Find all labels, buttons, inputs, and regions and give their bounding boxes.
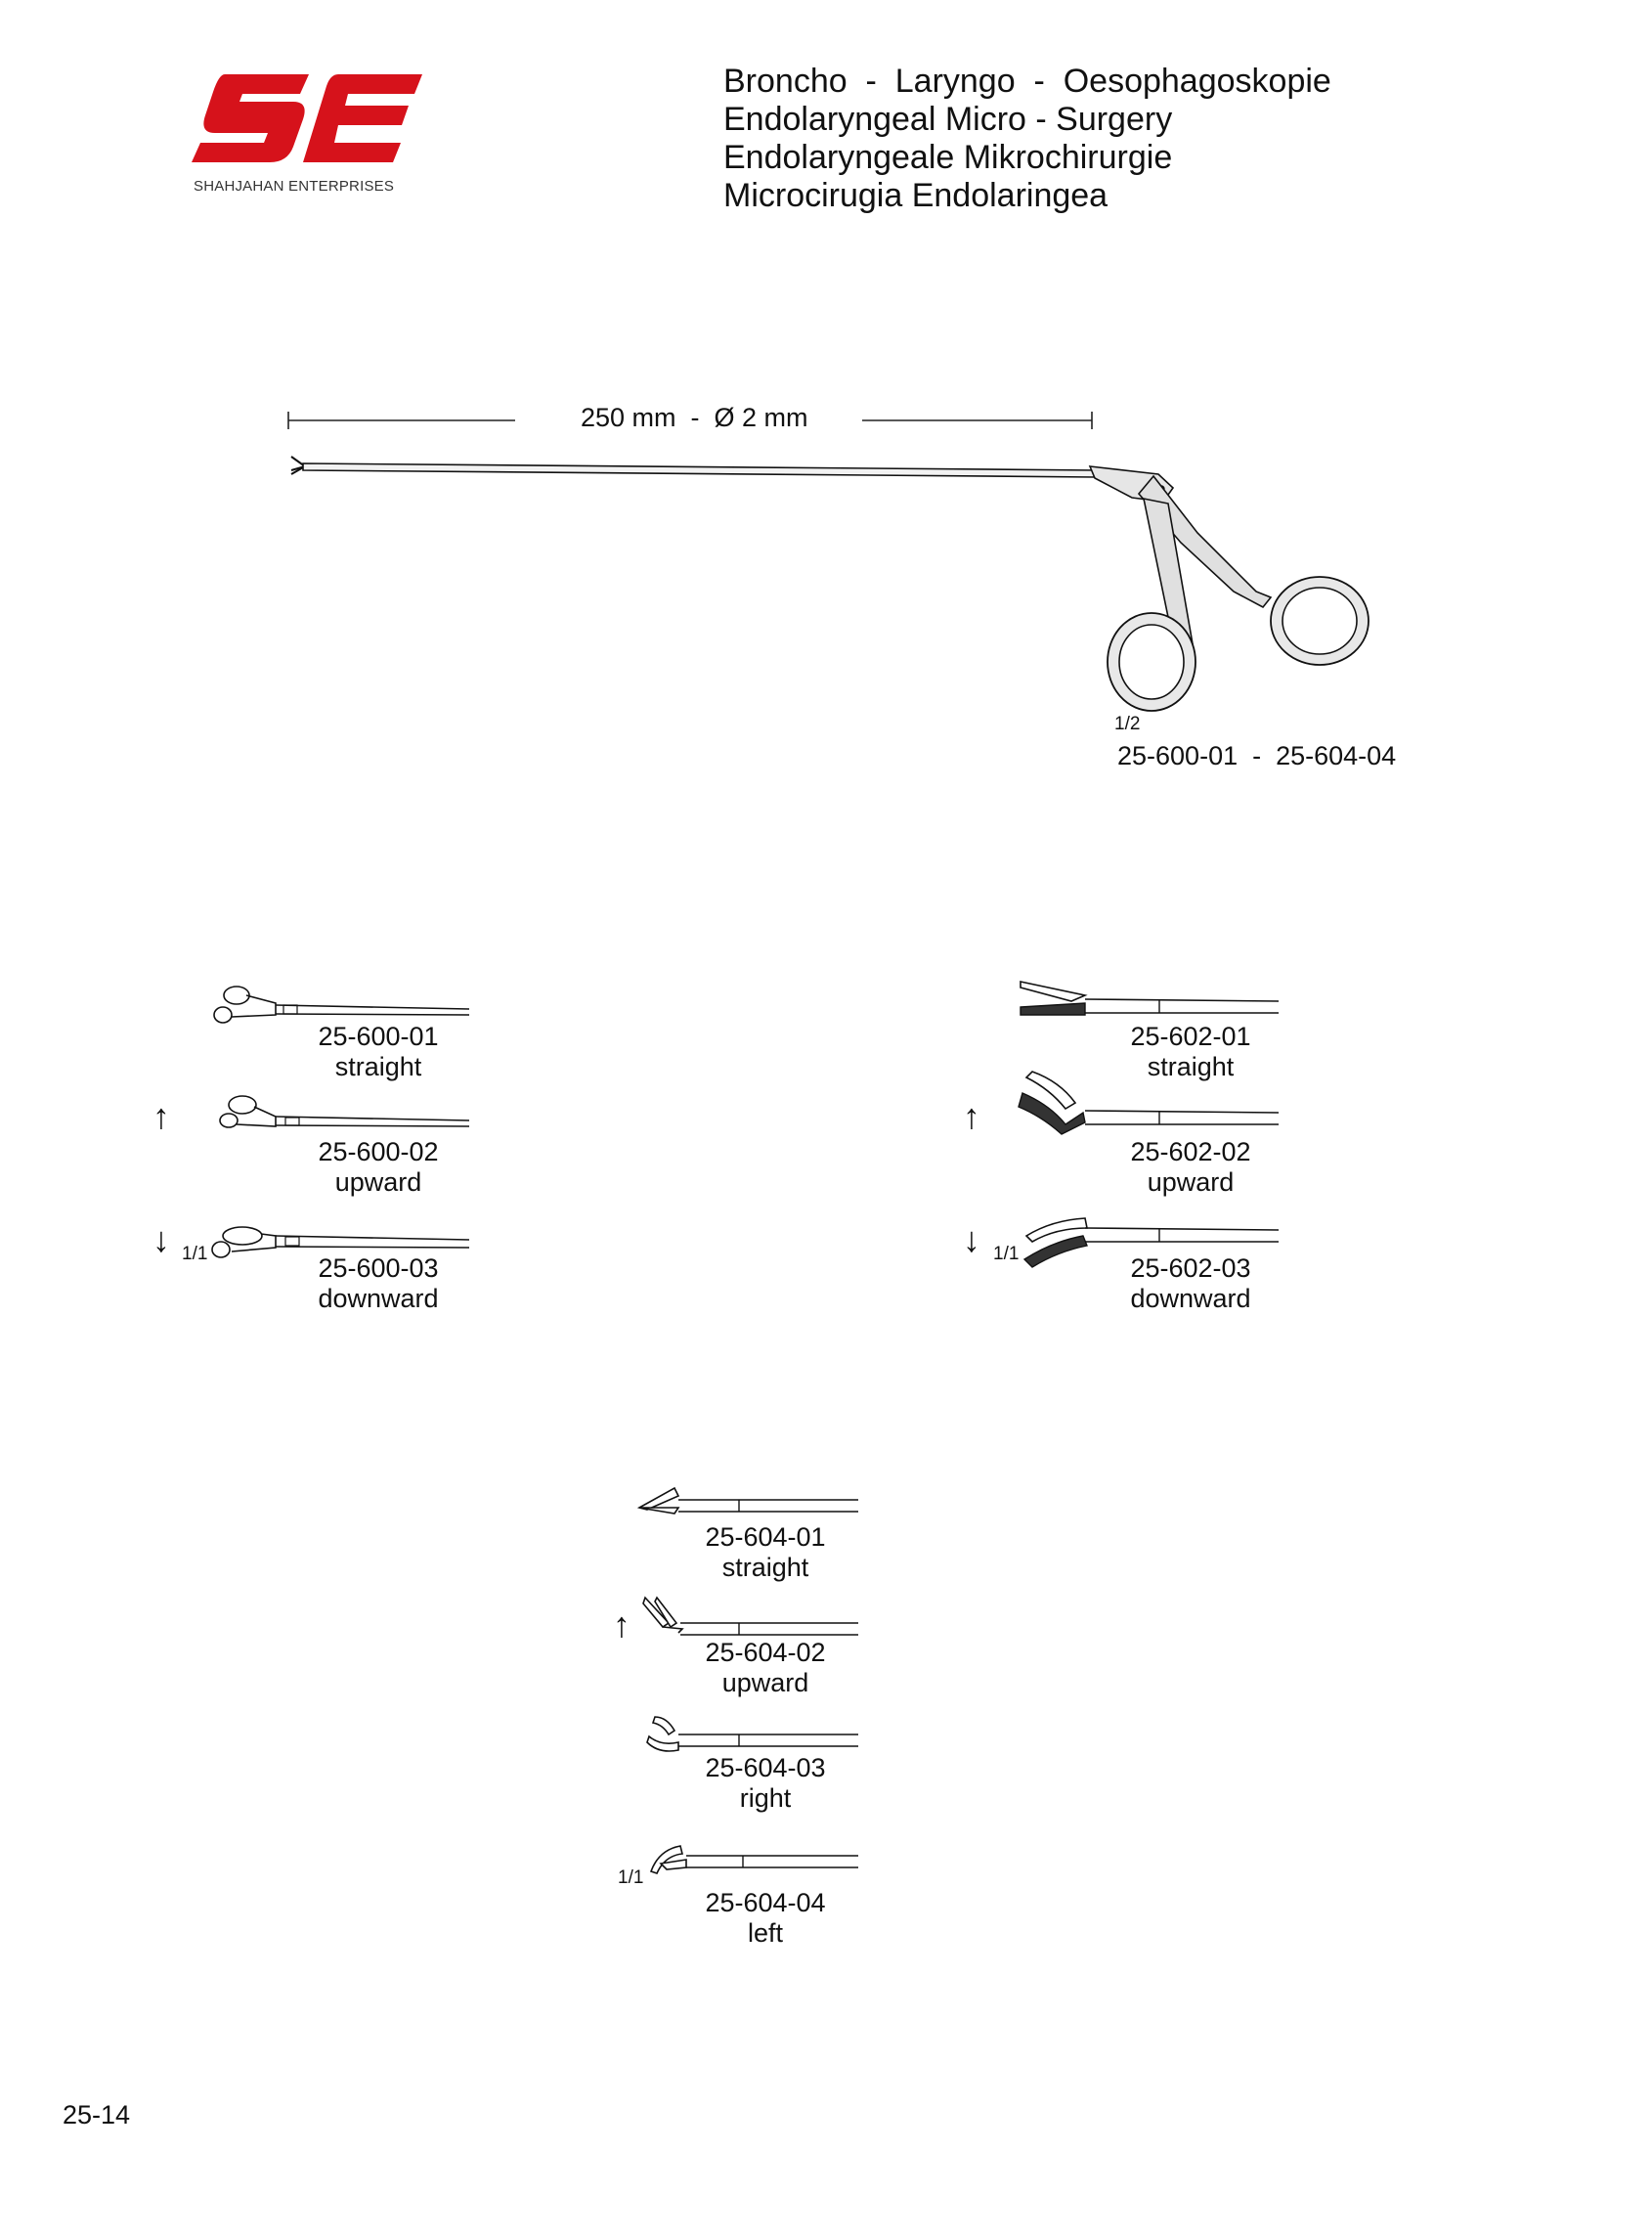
title-line-4: Microcirugia Endolaringea xyxy=(723,177,1109,214)
title-line-2: Endolaryngeal Micro - Surgery xyxy=(723,101,1173,138)
grasp-tip-upward xyxy=(1018,1071,1280,1135)
grasp-tip-downward xyxy=(1022,1217,1280,1268)
scissor-code-4: 25-604-04 xyxy=(705,1888,826,1917)
arrow-down-icon: ↓ xyxy=(963,1219,980,1259)
scissor-code-3: 25-604-03 xyxy=(705,1753,826,1782)
cup-direction-3: downward xyxy=(318,1284,439,1313)
cup-tip-downward xyxy=(211,1226,470,1258)
scissor-code-1: 25-604-01 xyxy=(705,1522,826,1552)
scissor-direction-3: right xyxy=(739,1783,792,1813)
article-range: 25-600-01 - 25-604-04 xyxy=(1117,741,1397,770)
logo: SHAHJAHAN ENTERPRISES xyxy=(192,68,426,200)
grasp-code-2: 25-602-02 xyxy=(1130,1137,1251,1166)
logo-text: SHAHJAHAN ENTERPRISES xyxy=(194,178,395,195)
grasp-code-3: 25-602-03 xyxy=(1130,1253,1251,1283)
page-number: 25-14 xyxy=(63,2100,131,2129)
arrow-up-icon: ↑ xyxy=(613,1604,630,1645)
grasp-scale: 1/1 xyxy=(993,1244,1020,1264)
arrow-up-icon: ↑ xyxy=(963,1096,980,1136)
cup-tip-upward xyxy=(219,1095,470,1128)
scissor-code-2: 25-604-02 xyxy=(705,1638,826,1667)
arrow-up-icon: ↑ xyxy=(152,1096,170,1136)
scissor-tip-left xyxy=(649,1845,858,1874)
grasp-direction-2: upward xyxy=(1147,1167,1235,1197)
scissor-direction-2: upward xyxy=(721,1668,809,1697)
grasp-direction-1: straight xyxy=(1147,1052,1235,1081)
cup-direction-1: straight xyxy=(334,1052,422,1081)
header-titles: Broncho - Laryngo - Oesophagoskopie Endo… xyxy=(723,63,1331,215)
forceps-illustration xyxy=(290,456,1369,712)
cup-direction-2: upward xyxy=(334,1167,422,1197)
cup-code-1: 25-600-01 xyxy=(318,1022,439,1051)
instrument-scale: 1/2 xyxy=(1114,714,1141,734)
cup-tip-straight xyxy=(213,986,470,1024)
dimension-label: 250 mm - Ø 2 mm xyxy=(581,403,808,432)
cup-code-3: 25-600-03 xyxy=(318,1253,439,1283)
scissor-tip-straight xyxy=(636,1486,858,1515)
title-line-3: Endolaryngeale Mikrochirurgie xyxy=(723,139,1173,176)
se-monogram xyxy=(192,74,422,162)
arrow-down-icon: ↓ xyxy=(152,1219,170,1259)
grasp-tip-straight xyxy=(1020,981,1280,1016)
scissor-direction-1: straight xyxy=(721,1553,809,1582)
cup-scale: 1/1 xyxy=(182,1244,208,1264)
grasp-direction-3: downward xyxy=(1130,1284,1251,1313)
scissor-tip-upward xyxy=(642,1596,858,1636)
scissor-tip-right xyxy=(646,1716,858,1752)
scissor-direction-4: left xyxy=(747,1918,784,1948)
dimension-line xyxy=(287,412,1093,429)
cup-code-2: 25-600-02 xyxy=(318,1137,439,1166)
scissor-scale: 1/1 xyxy=(618,1867,644,1888)
title-line-1: Broncho - Laryngo - Oesophagoskopie xyxy=(723,63,1331,100)
grasp-code-1: 25-602-01 xyxy=(1130,1022,1251,1051)
